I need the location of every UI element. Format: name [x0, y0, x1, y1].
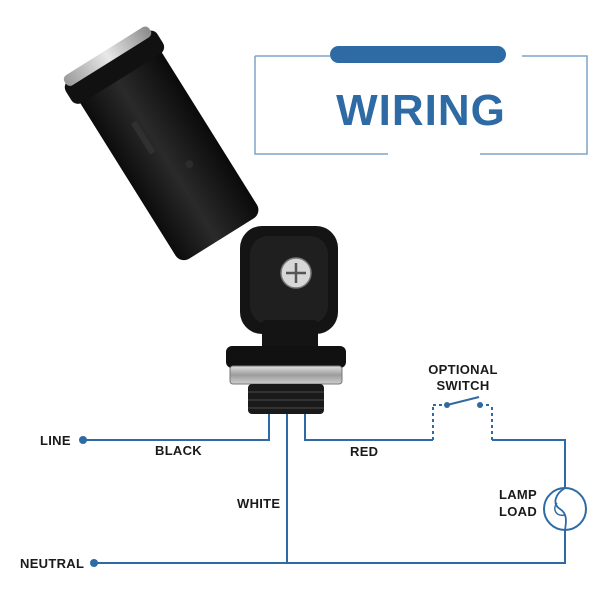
switch-icon — [432, 396, 493, 440]
screw-icon — [280, 257, 312, 289]
neutral-terminal-dot — [90, 559, 98, 567]
title-accent-bar — [330, 46, 506, 63]
wire-black — [83, 414, 270, 441]
photocell-device — [63, 26, 346, 414]
title-frame: WIRING — [254, 46, 588, 155]
label-white: WHITE — [237, 496, 280, 511]
label-lamp: LAMP — [499, 487, 537, 502]
label-switch: SWITCH — [436, 378, 489, 393]
label-load: LOAD — [499, 504, 537, 519]
wire-red — [304, 414, 433, 441]
wires — [83, 414, 566, 564]
silver-nut — [229, 365, 343, 385]
page-title: WIRING — [336, 86, 506, 135]
sensor-barrel — [63, 26, 259, 261]
label-black: BLACK — [155, 443, 202, 458]
base-stem — [262, 320, 318, 350]
label-line: LINE — [40, 433, 71, 448]
threaded-nipple — [248, 384, 324, 414]
line-terminal-dot — [79, 436, 87, 444]
frame-right — [480, 55, 588, 155]
wire-neutral — [94, 530, 566, 564]
frame-left — [254, 56, 388, 155]
label-neutral: NEUTRAL — [20, 556, 84, 571]
label-red: RED — [350, 444, 378, 459]
lamp-icon — [543, 487, 587, 531]
wire-switch-to-lamp — [492, 439, 566, 488]
lock-ring — [226, 346, 346, 368]
label-optional: OPTIONAL — [428, 362, 498, 377]
